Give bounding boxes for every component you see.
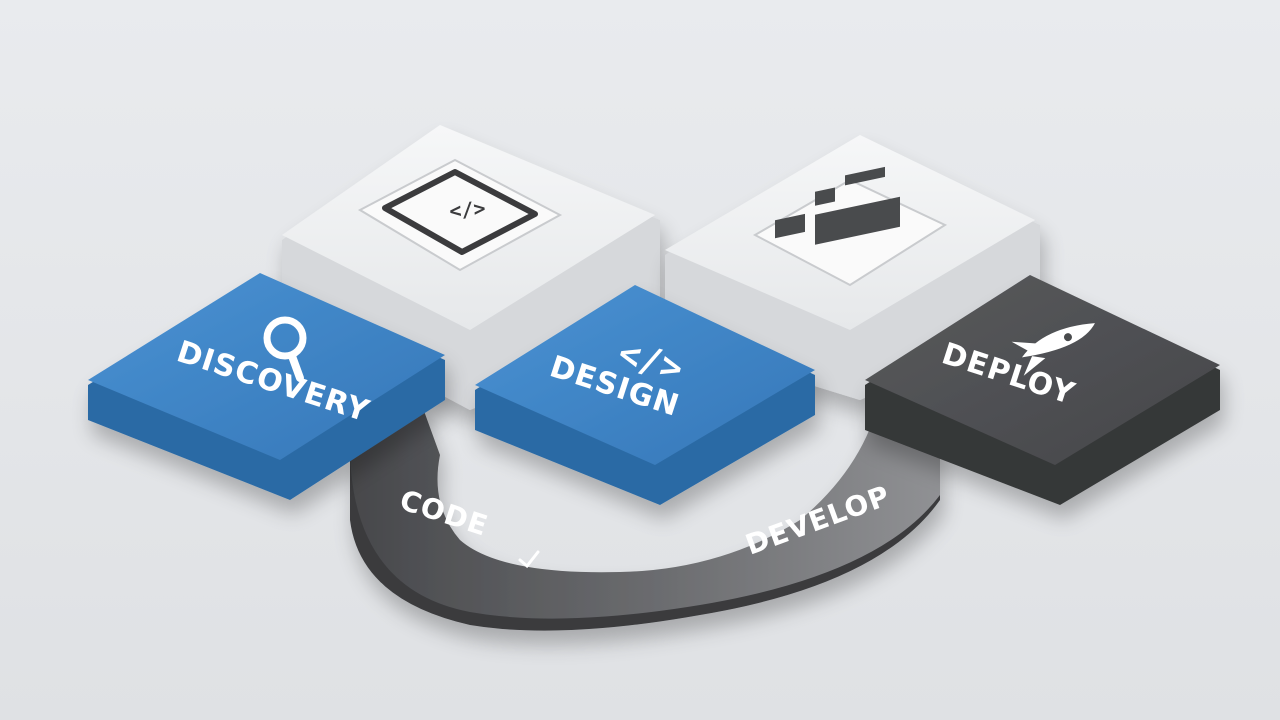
tile-deploy[interactable]: DEPLOY <box>865 275 1220 505</box>
magnifier-icon <box>263 316 307 382</box>
layout-wireframe-icon <box>752 166 948 287</box>
tile-discovery[interactable]: DISCOVERY <box>88 273 445 500</box>
tile-design[interactable]: </> DESIGN <box>475 285 815 505</box>
code-window-icon: </> <box>357 158 563 272</box>
rocket-icon <box>1011 323 1095 376</box>
u-track <box>350 400 940 631</box>
checkmark-icon <box>518 550 540 569</box>
svg-text:</>: </> <box>448 196 486 223</box>
